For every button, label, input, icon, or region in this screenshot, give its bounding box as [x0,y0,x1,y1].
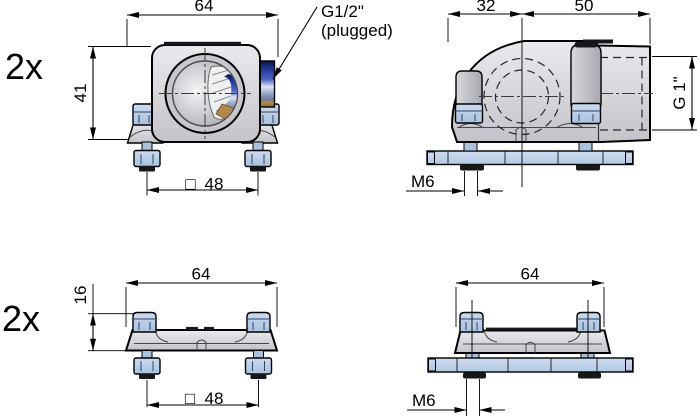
dim-bolt-thread-label: M6 [411,172,435,191]
cap-screw-left [132,311,157,333]
lower-fastener-right [244,350,273,379]
lower-fastener-left [133,141,161,172]
quantity-label-bottom: 2x [2,298,40,339]
lower-fastener-right [244,141,272,172]
dimension-width-64: 64 [125,265,278,327]
view-clamp-front: 64 41 □ 48 G1/2" (plugged) 2x [5,0,393,196]
cap-screw-left [459,311,484,333]
top-plate-edge [164,41,241,46]
plug-inner-blue [224,74,237,116]
square-symbol: □ [185,389,195,408]
dim-bolt-spacing-label: 48 [205,389,224,408]
nut-left [460,164,484,171]
cap-screw-right [576,311,601,333]
plate-notch [525,341,536,353]
dim-width-label: 64 [192,265,211,284]
mounting-rail-top [426,150,634,166]
lower-fastener-left [133,350,161,379]
quantity-label-top: 2x [5,46,43,87]
nut-left [463,372,486,379]
dim-width-label: 64 [195,0,214,15]
dimension-length-50: 50 [522,0,651,44]
dimension-height-16: 16 [71,284,134,352]
dimension-offset-32: 32 [447,0,522,42]
plate-notch [196,339,207,351]
dim-height-label: 16 [71,286,90,305]
dim-bolt-thread-label: M6 [412,391,436,410]
cap-screw-right [246,311,271,333]
dimension-width-64: 64 [126,0,279,57]
port-hidden-thread [600,56,653,131]
dim-offset-left-label: 32 [477,0,496,15]
base-saddle-right [555,123,585,129]
dim-offset-right-label: 50 [575,0,594,15]
view-bracket-front: 64 16 □ 48 2x [2,265,279,408]
square-symbol: □ [185,175,195,194]
callout-g12-plugged: G1/2" (plugged) [272,2,393,80]
plate-fillet-left [483,330,498,343]
dimension-width-64: 64 [455,265,605,327]
nut-right [576,164,600,171]
view-bracket-side: 64 M6 [407,265,634,416]
view-clamp-side: 32 50 G 1" M6 [406,0,697,196]
stud-left [454,70,484,124]
callout-line2: (plugged) [321,21,393,40]
dimension-m6-top: M6 [406,172,503,194]
bracket-plate-side [453,329,612,354]
dim-port-thread-label: G 1" [670,76,689,109]
dimension-bolt-spacing-48: □ 48 [147,175,258,194]
leader-line [272,6,318,80]
mounting-rail-bottom [427,357,634,373]
dim-bolt-spacing-label: 48 [205,175,224,194]
dimension-m6-bottom: M6 [407,391,505,413]
dimension-height-41: 41 [71,46,151,140]
dim-height-label: 41 [71,84,90,103]
top-plate-edge-side [583,39,613,44]
base-notch [515,126,527,142]
dimension-bolt-spacing-48: □ 48 [147,389,259,408]
dimension-port-g1: G 1" [652,56,697,131]
callout-line1: G1/2" [321,2,364,21]
nut-right [578,372,601,379]
dim-width-label: 64 [521,265,540,284]
stud-right [570,42,602,125]
